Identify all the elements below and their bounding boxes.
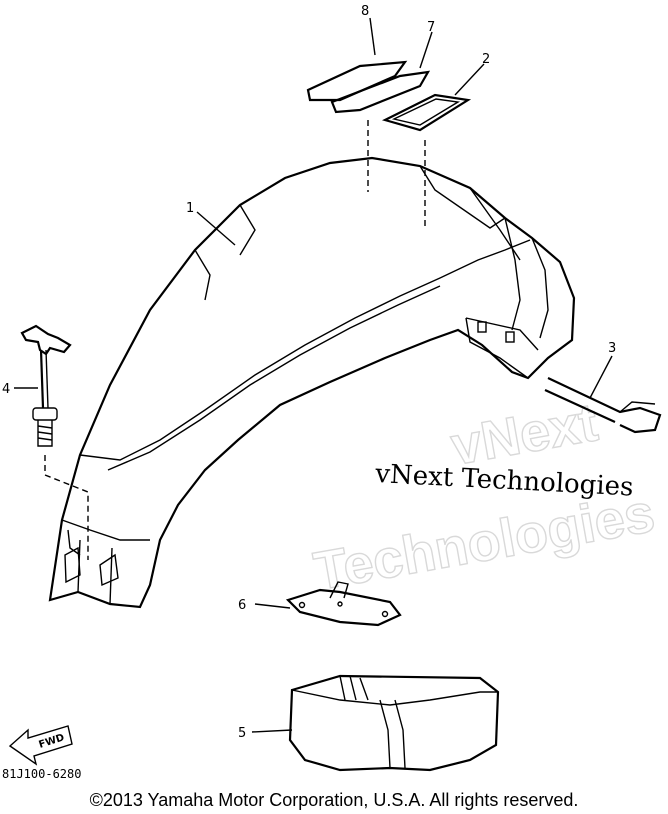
callout-1: 1 — [186, 201, 194, 216]
part-2-plate — [381, 93, 472, 132]
callout-2: 2 — [482, 52, 490, 67]
watermark-small: vNext Technologies — [374, 459, 634, 503]
callout-8: 8 — [361, 4, 369, 19]
part-4-wing-bolt — [20, 324, 72, 447]
fwd-arrow-icon: FWD — [8, 725, 73, 766]
fwd-label: FWD — [38, 732, 66, 751]
callouts: 8 7 2 1 3 4 6 5 — [2, 4, 616, 741]
callout-7: 7 — [427, 20, 435, 35]
callout-4: 4 — [2, 382, 10, 397]
part-1-fender — [44, 120, 576, 609]
part-5-pad — [288, 674, 500, 772]
callout-6: 6 — [238, 598, 246, 613]
callout-3: 3 — [608, 341, 616, 356]
copyright-notice: ©2013 Yamaha Motor Corporation, U.S.A. A… — [89, 790, 579, 810]
part-8-label — [306, 60, 408, 102]
leader-lines — [14, 17, 613, 733]
part-7-label — [330, 70, 431, 114]
diagram-part-number: 81J100-6280 — [2, 767, 81, 781]
callout-5: 5 — [238, 726, 246, 741]
part-6-bracket — [285, 581, 402, 627]
part-3-hook — [544, 377, 662, 434]
